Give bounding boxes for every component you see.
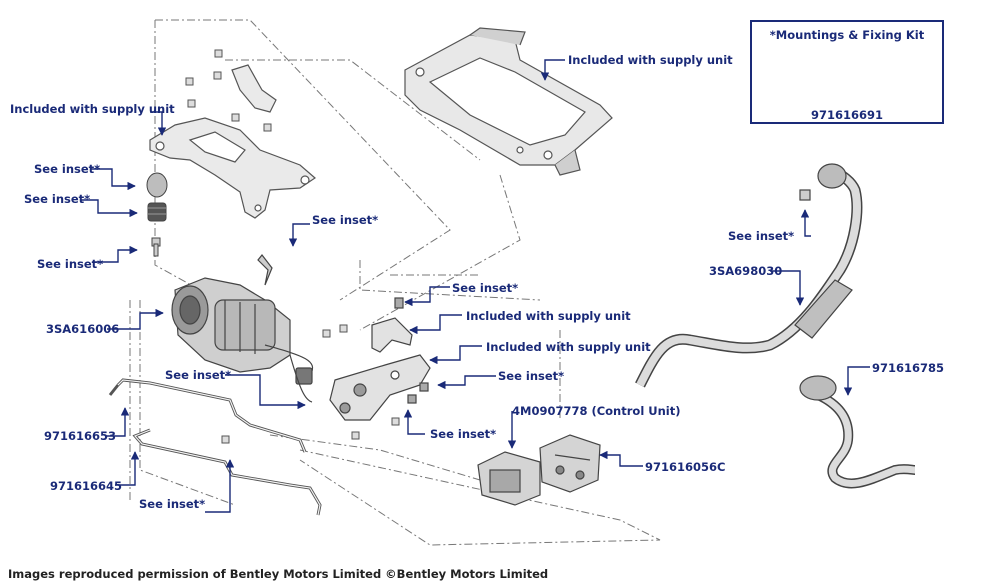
compressor-mount-bracket [329,297,431,421]
pipe-highlight [117,379,321,516]
label-control-unit: 4M0907778 (Control Unit) [512,404,681,418]
label-see-inset-5: See inset* [452,281,519,295]
control-unit [477,434,601,506]
label-see-inset-3: See inset* [37,257,104,271]
label-valve-block: 971616056C [645,460,726,474]
leader-arrows [80,59,870,513]
label-see-inset-9: See inset* [139,497,206,511]
assembly-guide-lines [129,19,661,546]
label-see-inset-6: See inset* [165,368,232,382]
copyright-credit: Images reproduced permission of Bentley … [8,567,549,581]
air-hose [635,163,863,388]
kit-title: *Mountings & Fixing Kit [769,28,925,42]
label-mount-supply-1: Included with supply unit [466,309,631,323]
label-pipe-2: 971616645 [50,479,123,493]
label-frame-supply: Included with supply unit [10,102,175,116]
label-see-inset-7: See inset* [498,369,565,383]
label-see-inset-1: See inset* [34,162,101,176]
air-hose-2 [799,375,916,489]
label-mount-supply-2: Included with supply unit [486,340,651,354]
label-see-inset-8: See inset* [430,427,497,441]
air-pipes [108,378,322,516]
label-hose: 3SA698030 [709,264,783,278]
label-see-inset-2: See inset* [24,192,91,206]
fasteners [185,49,400,444]
kit-part-number: 971616691 [810,108,883,122]
rubber-mounts [146,172,168,257]
label-see-inset-4: See inset* [312,213,379,227]
label-pipe-1: 971616653 [44,429,117,443]
mountings-kit-inset: *Mountings & Fixing Kit 971616691 [750,20,944,124]
label-subframe-supply: Included with supply unit [568,53,733,67]
label-see-inset-10: See inset* [728,229,795,243]
compressor [171,254,313,403]
label-compressor: 3SA616006 [46,322,120,336]
label-hose-2: 971616785 [872,361,945,375]
mounting-bracket [149,64,316,219]
subframe [404,27,613,176]
